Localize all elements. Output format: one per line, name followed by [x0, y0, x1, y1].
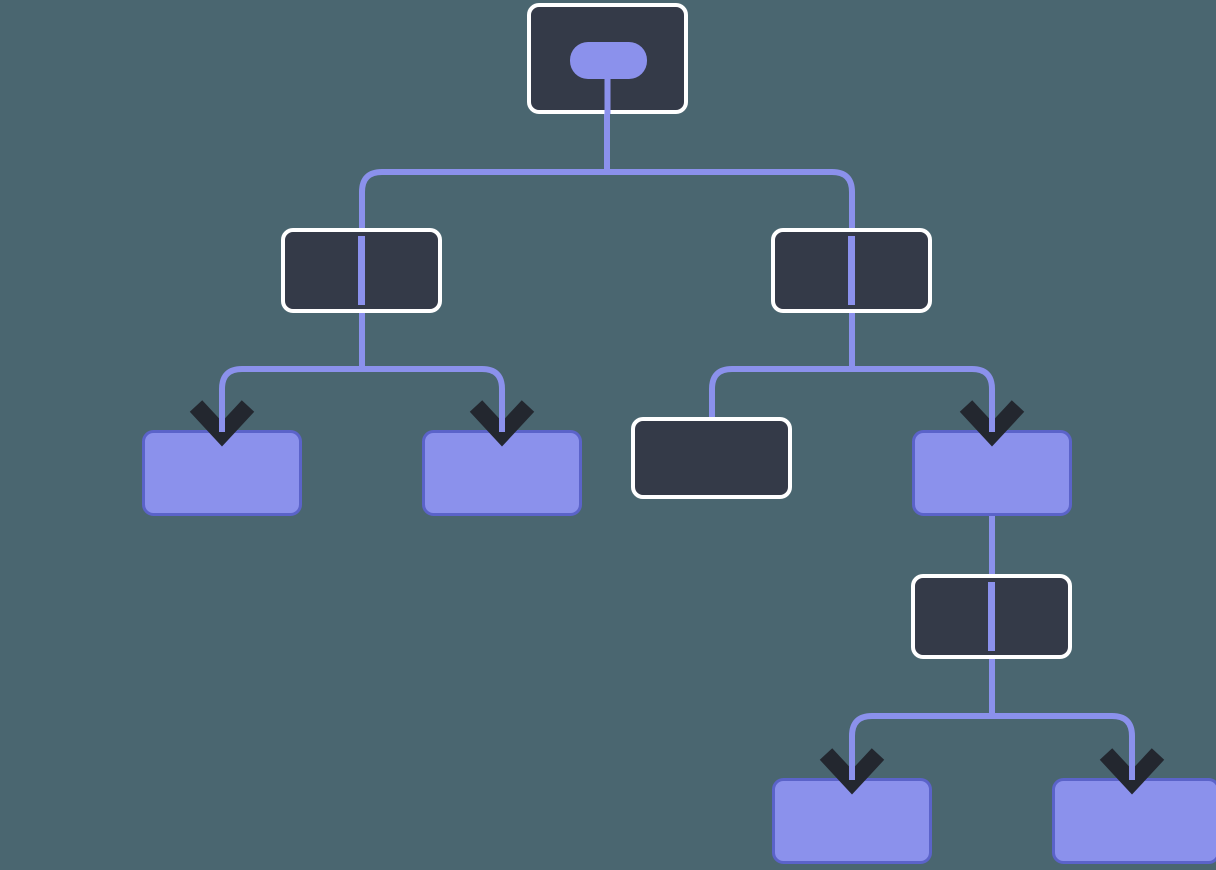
leaf-node-f[interactable] — [1052, 778, 1216, 864]
edge-branch-left-to-leaf-a-arrowhead — [189, 400, 255, 447]
empty-node-c[interactable] — [631, 417, 792, 499]
edge-branch-right-to-empty-c[interactable] — [709, 305, 855, 420]
edge-branch-right-to-leaf-d-arrowhead — [959, 400, 1025, 447]
edge-branch-left-to-leaf-a[interactable] — [219, 305, 365, 434]
branch-node-left-group — [281, 228, 442, 313]
edge-branch-left-to-leaf-b[interactable] — [359, 305, 505, 434]
empty-node-c-group — [631, 417, 792, 499]
edge-layer — [219, 114, 1135, 782]
edge-branch-left-to-leaf-b-arrowhead — [469, 400, 535, 447]
arrowhead-layer — [189, 396, 1165, 795]
edge-branch-lower-to-leaf-f-arrowhead — [1099, 748, 1165, 795]
leaf-node-f-group — [1052, 778, 1216, 864]
edge-branch-lower-to-leaf-f[interactable] — [989, 651, 1135, 782]
root-node-pill-badge — [570, 42, 647, 79]
root-node-group — [527, 3, 688, 114]
edge-root-to-branch-left[interactable] — [359, 114, 610, 236]
edge-branch-lower-to-leaf-e-arrowhead — [819, 748, 885, 795]
branch-node-lower-group — [911, 574, 1072, 659]
branch-node-right-group — [771, 228, 932, 313]
edge-branch-lower-to-leaf-e[interactable] — [849, 651, 995, 782]
edge-branch-right-to-leaf-d[interactable] — [849, 305, 995, 434]
edge-root-to-branch-right[interactable] — [604, 114, 855, 236]
node-layer — [142, 3, 1216, 864]
